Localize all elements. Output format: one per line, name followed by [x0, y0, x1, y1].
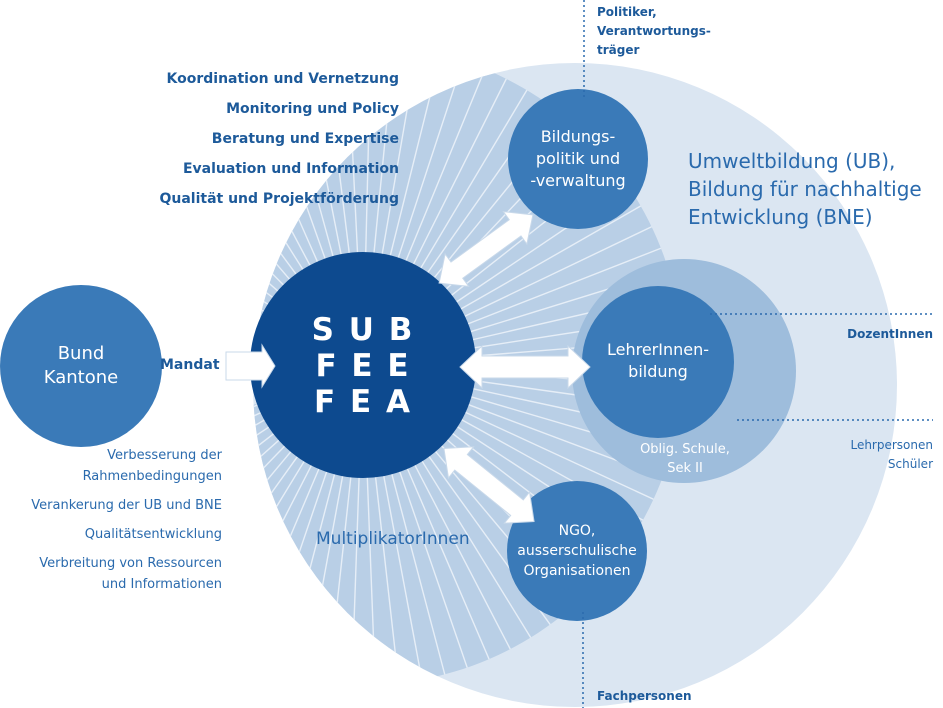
- school-line1: Oblig. Schule,: [640, 442, 730, 457]
- goal-item: Rahmenbedingungen: [82, 469, 222, 484]
- core-circle: [250, 252, 476, 478]
- audience-lehr: Lehrpersonen Schüler: [783, 436, 933, 474]
- arrow-to-policy: [438, 211, 534, 287]
- ray-line: [465, 247, 662, 326]
- audience-dozent: DozentInnen: [847, 327, 933, 341]
- audience-lehr-line1: Lehrpersonen: [850, 438, 933, 452]
- policy-line3: -verwaltung: [530, 171, 626, 190]
- function-item: Qualität und Projektförderung: [159, 191, 399, 207]
- mandat-label: Mandat: [160, 357, 220, 373]
- ray-line: [253, 449, 294, 612]
- ray-line: [458, 205, 642, 311]
- arrow-to-ngo: [443, 446, 535, 524]
- left-node-circle: [0, 285, 162, 447]
- ray-line: [390, 471, 446, 675]
- ray-line: [405, 465, 490, 660]
- audience-top: Politiker, Verantwortungs- träger: [597, 3, 711, 60]
- policy-node-label: Bildungs- politik und -verwaltung: [508, 126, 648, 192]
- goal-item: und Informationen: [101, 577, 222, 592]
- function-item: Monitoring und Policy: [226, 101, 399, 117]
- ngo-line1: NGO,: [558, 523, 596, 539]
- function-item: Evaluation und Information: [182, 161, 399, 177]
- core-line-3: F E A: [314, 384, 412, 420]
- core-line-2: F E E: [315, 348, 411, 384]
- function-item: Beratung und Expertise: [211, 131, 399, 147]
- policy-node-circle: [508, 89, 648, 229]
- arrow-to-teacher: [459, 344, 591, 390]
- field-title-line1: Umweltbildung (UB),: [688, 149, 896, 173]
- audience-fach: Fachpersonen: [597, 689, 692, 703]
- ray-line: [413, 462, 511, 650]
- ray-line: [374, 474, 400, 684]
- ngo-node-label: NGO, ausserschulische Organisationen: [507, 521, 647, 581]
- audience-top-line3: träger: [597, 43, 640, 57]
- field-title: Umweltbildung (UB), Bildung für nachhalt…: [688, 147, 922, 231]
- teacher-node-label: LehrerInnen- bildung: [583, 339, 733, 383]
- left-node-line1: Bund: [57, 343, 105, 364]
- audience-top-line2: Verantwortungs-: [597, 24, 711, 38]
- audience-top-line1: Politiker,: [597, 5, 657, 19]
- ray-line: [253, 454, 300, 626]
- ray-line: [420, 458, 532, 638]
- teacher-line2: bildung: [628, 362, 688, 381]
- ray-line: [462, 410, 654, 500]
- goal-item: Verankerung der UB und BNE: [31, 498, 222, 513]
- multiplikatoren-label: MultiplikatorInnen: [316, 529, 470, 549]
- goal-item: Qualitätsentwicklung: [84, 527, 222, 542]
- field-title-line2: Bildung für nachhaltige: [688, 177, 922, 201]
- field-title-line3: Entwicklung (BNE): [688, 205, 873, 229]
- ray-line: [398, 468, 468, 668]
- goal-item: Verbreitung von Ressourcen: [39, 556, 222, 571]
- ray-line: [418, 89, 528, 271]
- left-node-label: Bund Kantone: [20, 342, 142, 390]
- ray-line: [411, 78, 507, 267]
- teacher-line1: LehrerInnen-: [606, 340, 710, 359]
- ray-line: [396, 63, 464, 261]
- goal-item: Verbesserung der: [107, 448, 222, 463]
- teacher-node-circle: [582, 286, 734, 438]
- ray-line: [253, 462, 314, 650]
- ray-line: [253, 458, 307, 639]
- audience-lehr-line2: Schüler: [887, 457, 933, 471]
- policy-line1: Bildungs-: [540, 127, 616, 146]
- ray-line: [404, 68, 486, 264]
- core-logo: S U B F E E F E A: [303, 312, 423, 420]
- policy-line2: politik und: [535, 149, 621, 168]
- ray-line: [382, 472, 423, 680]
- school-label: Oblig. Schule, Sek II: [615, 440, 755, 478]
- ngo-line3: Organisationen: [523, 563, 631, 579]
- left-node-line2: Kantone: [43, 367, 119, 388]
- school-line2: Sek II: [667, 461, 703, 476]
- ngo-line2: ausserschulische: [517, 543, 637, 559]
- function-item: Koordination und Vernetzung: [166, 71, 399, 87]
- functions-list: Koordination und Vernetzung Monitoring u…: [100, 64, 399, 214]
- core-line-1: S U B: [311, 312, 415, 348]
- goals-list: Verbesserung der Rahmenbedingungen Veran…: [0, 445, 222, 595]
- ray-line: [461, 226, 652, 319]
- ngo-node-circle: [507, 481, 647, 621]
- mandat-arrow: [225, 343, 276, 389]
